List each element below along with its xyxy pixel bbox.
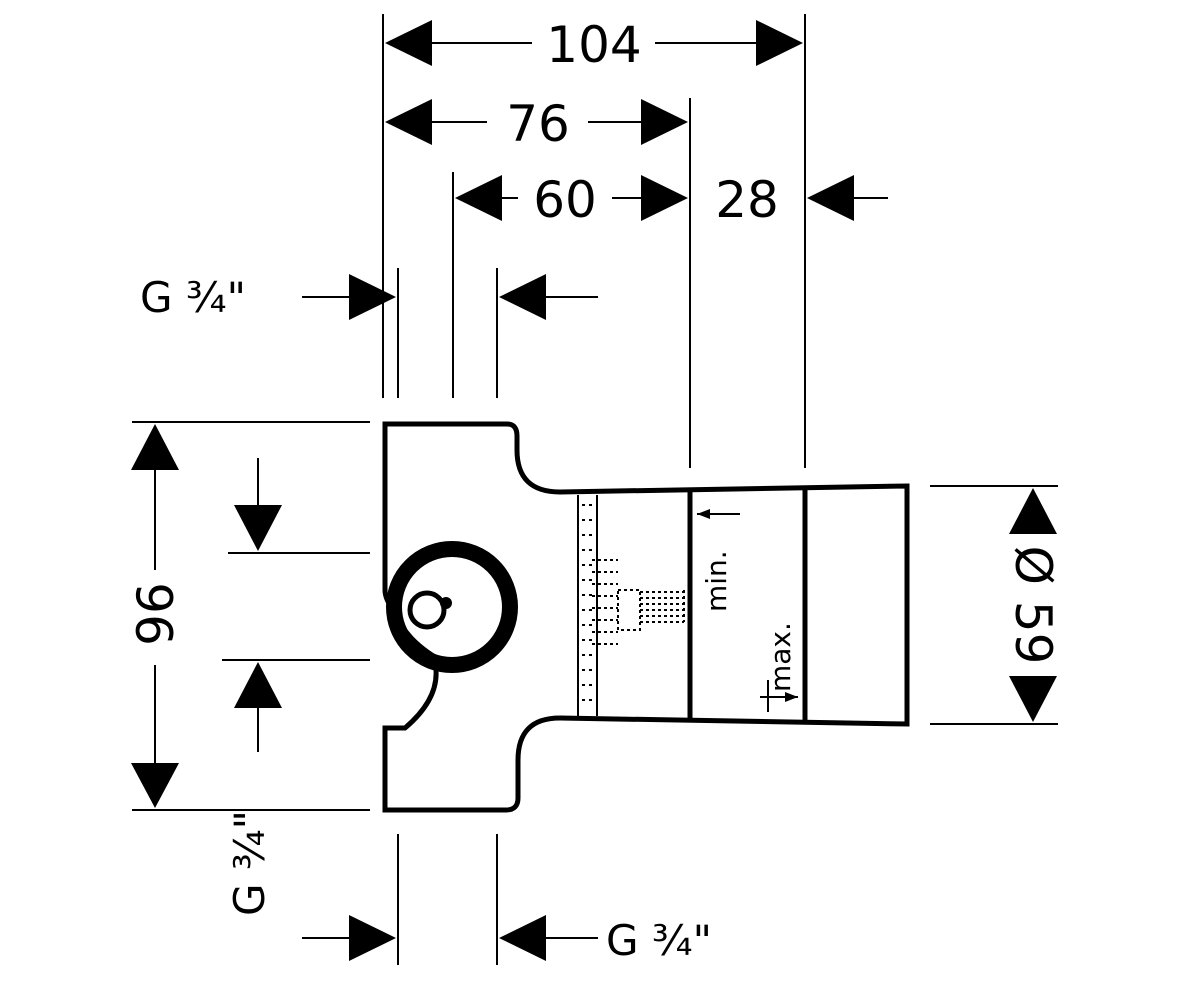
dimension-76: 76 bbox=[385, 95, 688, 153]
arrowhead-down bbox=[234, 505, 282, 551]
extension-lines-left bbox=[132, 421, 370, 811]
min-max-markers: min. max. bbox=[697, 509, 798, 712]
arrowhead-down bbox=[1009, 676, 1057, 722]
arrowhead-right bbox=[641, 99, 688, 145]
dimension-96: 96 bbox=[127, 424, 185, 808]
thread-dimension-left: G ¾" bbox=[225, 458, 282, 916]
dimension-28-label: 28 bbox=[715, 171, 779, 229]
arrowhead-right bbox=[349, 274, 396, 320]
arrowhead-left bbox=[385, 20, 432, 66]
arrowhead-up bbox=[131, 424, 179, 470]
dimension-diameter-label: Ø 59 bbox=[1004, 546, 1062, 665]
dimension-96-label: 96 bbox=[127, 582, 185, 646]
thread-dimension-top: G ¾" bbox=[140, 273, 598, 322]
inlet-ring bbox=[386, 541, 518, 673]
dimension-diameter-59: Ø 59 bbox=[930, 485, 1062, 725]
arrowhead-up bbox=[234, 662, 282, 708]
dimension-104: 104 bbox=[385, 16, 803, 74]
valve-body bbox=[382, 421, 910, 813]
dimension-28: 28 bbox=[715, 171, 888, 229]
thread-label-bottom: G ¾" bbox=[606, 916, 712, 965]
thread-label-left: G ¾" bbox=[225, 810, 274, 916]
dimension-76-label: 76 bbox=[506, 95, 570, 153]
max-label: max. bbox=[764, 622, 797, 692]
dimension-104-label: 104 bbox=[546, 16, 641, 74]
arrowhead-up bbox=[1009, 488, 1057, 534]
arrowhead-right bbox=[349, 915, 396, 961]
dimension-60: 60 bbox=[455, 171, 688, 229]
arrowhead-left bbox=[499, 274, 546, 320]
thread-dimension-bottom: G ¾" bbox=[302, 834, 712, 965]
arrowhead-left bbox=[499, 915, 546, 961]
arrowhead-left bbox=[385, 99, 432, 145]
arrowhead-left bbox=[455, 175, 502, 221]
dimension-60-label: 60 bbox=[533, 171, 597, 229]
arrowhead-right bbox=[756, 20, 803, 66]
arrowhead-right bbox=[641, 175, 688, 221]
thread-label-top: G ¾" bbox=[140, 273, 246, 322]
extension-lines-top bbox=[382, 14, 806, 468]
arrowhead-left bbox=[807, 175, 854, 221]
min-label: min. bbox=[700, 550, 733, 612]
arrowhead-down bbox=[131, 763, 179, 808]
